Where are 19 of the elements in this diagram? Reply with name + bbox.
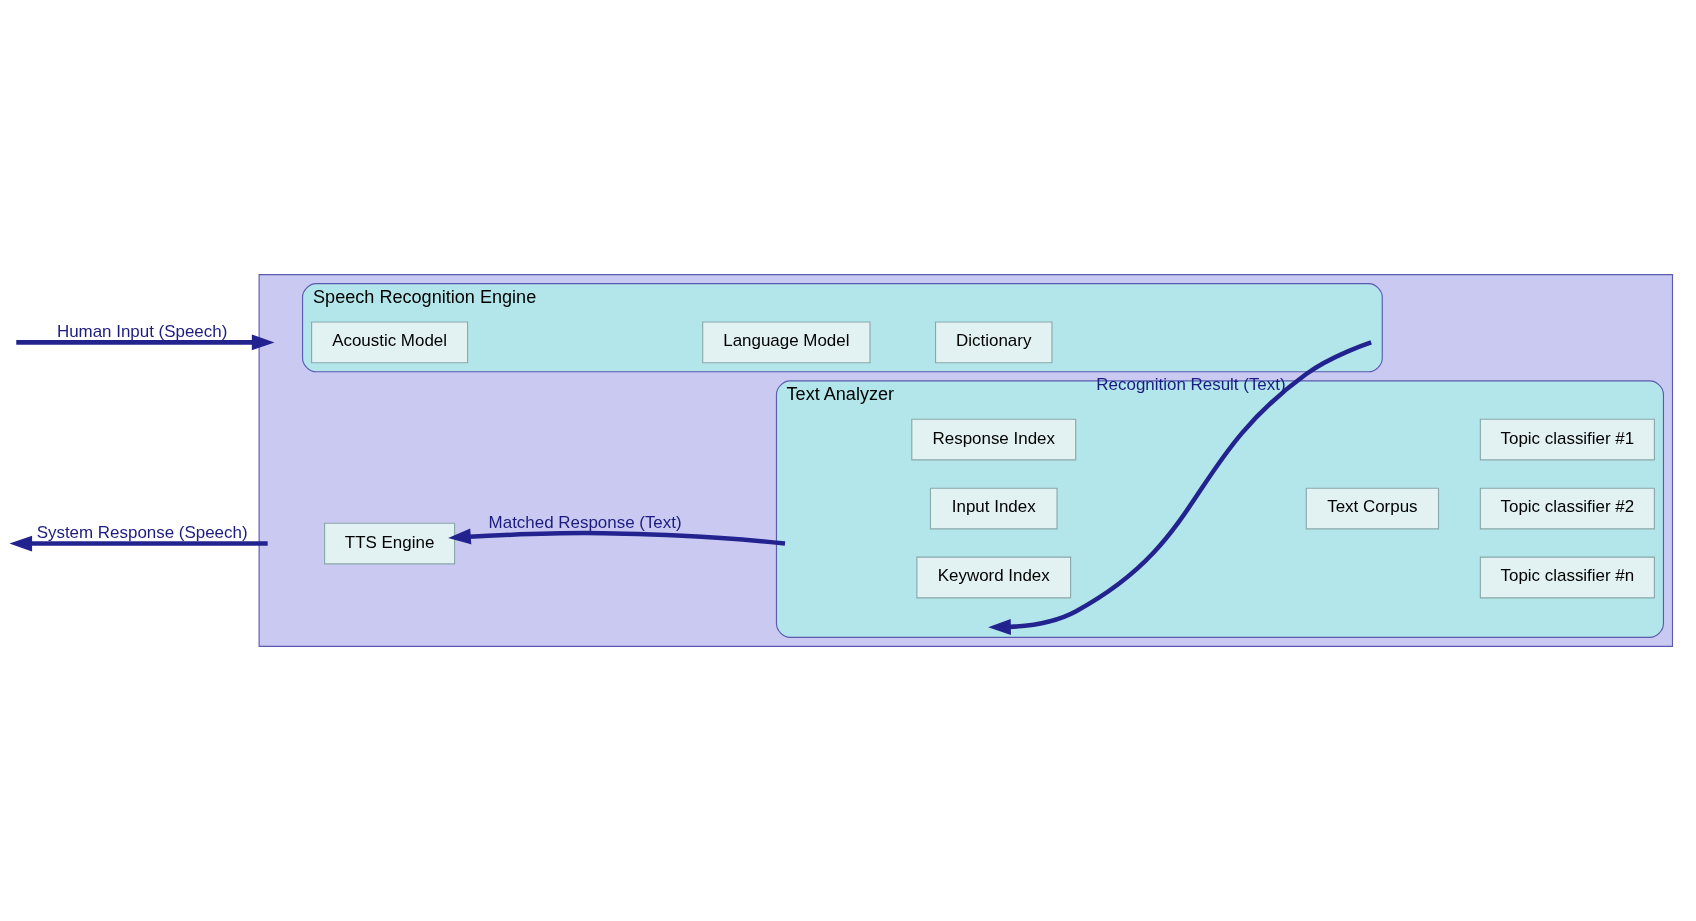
node-box: Input Index bbox=[929, 487, 1058, 530]
node-box: Text Corpus bbox=[1305, 487, 1440, 530]
node-box: Acoustic Model bbox=[311, 321, 469, 364]
arrow bbox=[16, 334, 275, 351]
edge-label: Recognition Result (Text) bbox=[1096, 374, 1286, 394]
edge-label: Human Input (Speech) bbox=[56, 321, 228, 341]
arrow bbox=[448, 528, 786, 546]
node-box: Topic classifier #2 bbox=[1479, 487, 1655, 530]
node-box: Language Model bbox=[702, 321, 871, 364]
node-box: Topic classifier #1 bbox=[1479, 418, 1655, 461]
node-box: TTS Engine bbox=[324, 522, 456, 565]
node-box: Topic classifier #n bbox=[1479, 556, 1655, 599]
edge-label: System Response (Speech) bbox=[36, 522, 248, 542]
cluster bbox=[258, 274, 1674, 647]
node-box: Keyword Index bbox=[916, 556, 1072, 599]
node-box: Dictionary bbox=[934, 321, 1053, 364]
node-box: Response Index bbox=[911, 418, 1077, 461]
arrow bbox=[9, 535, 268, 552]
edge-label: Matched Response (Text) bbox=[488, 512, 682, 532]
